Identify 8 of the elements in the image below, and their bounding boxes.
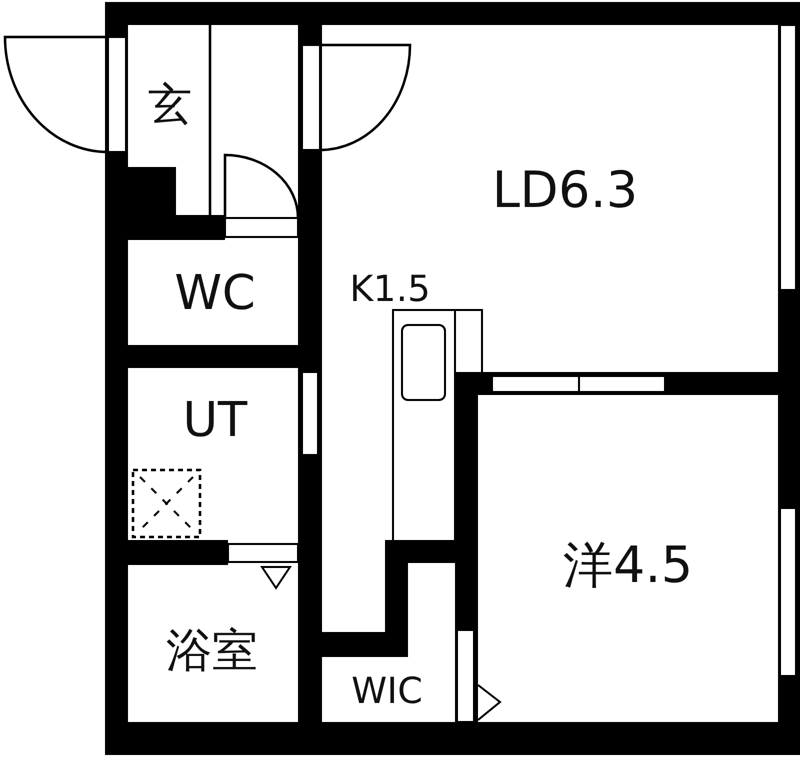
room-label: 玄 <box>148 83 192 127</box>
room-label: LD6.3 <box>492 165 638 215</box>
room-label: UT <box>182 396 248 444</box>
room-label: 浴室 <box>166 627 258 673</box>
room-label: WC <box>174 269 256 317</box>
room-label: WIC <box>351 674 423 710</box>
room-label: 洋4.5 <box>563 540 693 590</box>
room-label: K1.5 <box>350 272 430 308</box>
